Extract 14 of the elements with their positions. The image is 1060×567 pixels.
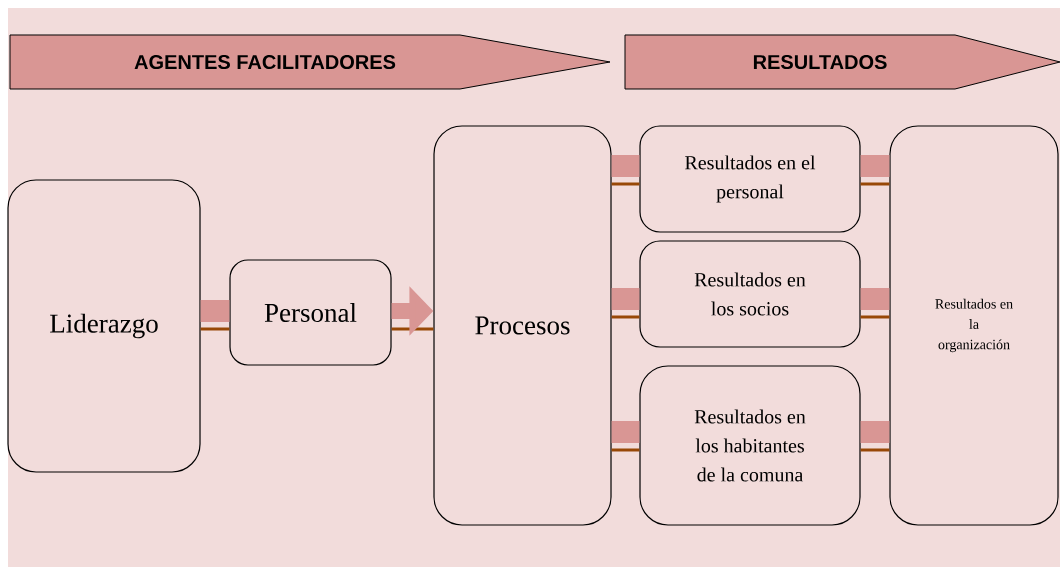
connector-bar [860, 155, 890, 186]
rounded-box: Procesos [433, 125, 612, 526]
connector-bar [611, 155, 640, 186]
connector-bar [200, 300, 230, 331]
rounded-box: Resultados en la organización [889, 125, 1059, 526]
rounded-box: Liderazgo [7, 179, 201, 473]
connector-bar [611, 288, 640, 319]
connector-bar [611, 421, 640, 452]
rounded-box: Resultados en los habitantes de la comuna [639, 365, 861, 526]
rounded-box: Resultados en el personal [639, 125, 861, 233]
connector-bar [860, 421, 890, 452]
connector-bar [860, 288, 890, 319]
rounded-box: Resultados en los socios [639, 240, 861, 348]
rounded-box: Personal [229, 259, 392, 366]
